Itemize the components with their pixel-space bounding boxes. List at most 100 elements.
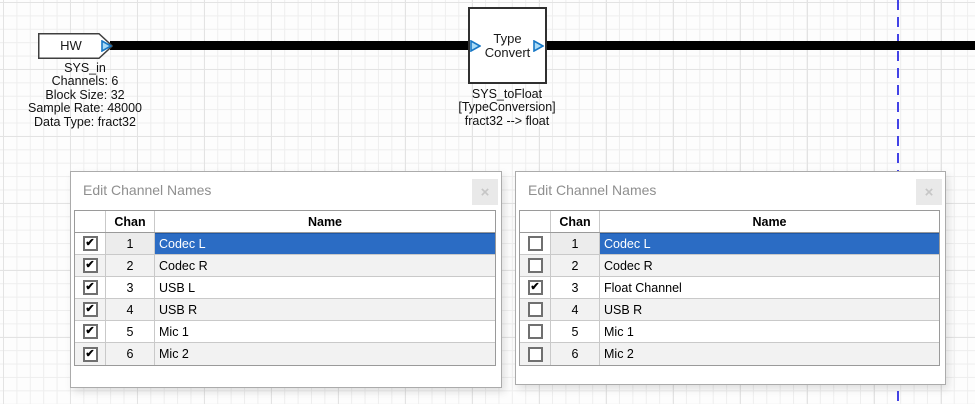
channel-row: 2 Codec R	[520, 255, 939, 277]
dialog-title[interactable]: Edit Channel Names	[528, 182, 657, 198]
channel-row: ✔ 2 Codec R	[75, 255, 495, 277]
caption-line: Sample Rate: 48000	[28, 101, 142, 116]
type-convert-label-line: Type	[493, 30, 522, 46]
channel-row: ✔ 4 USB R	[75, 299, 495, 321]
checkbox-cell	[520, 343, 550, 365]
checkbox-cell: ✔	[75, 277, 105, 298]
name-cell[interactable]: Codec R	[159, 258, 208, 273]
caption-line: SYS_in	[64, 61, 106, 75]
type-convert-block[interactable]: Type Convert	[468, 7, 547, 84]
name-cell[interactable]: Codec L	[155, 233, 495, 254]
header-checkbox-column	[75, 211, 105, 232]
chan-cell[interactable]: 2	[550, 255, 600, 276]
name-cell[interactable]: Mic 2	[159, 347, 189, 361]
channel-row: 6 Mic 2	[520, 343, 939, 365]
channel-table-header: Chan Name	[520, 211, 939, 233]
hw-block-shape	[38, 33, 113, 59]
close-icon: ×	[480, 183, 490, 201]
name-cell[interactable]: Codec L	[600, 233, 939, 254]
checkbox-cell: ✔	[75, 343, 105, 365]
checkbox-checked[interactable]: ✔	[82, 236, 98, 251]
hw-block-caption: SYS_in Channels: 6 Block Size: 32 Sample…	[9, 61, 161, 129]
name-cell[interactable]: Mic 1	[604, 324, 634, 339]
header-name: Name	[752, 214, 787, 229]
input-pin-icon[interactable]	[470, 40, 481, 52]
caption-line: Block Size: 32	[45, 87, 125, 102]
name-cell[interactable]: USB R	[159, 302, 198, 317]
name-cell[interactable]: Mic 1	[159, 324, 189, 339]
checkbox-cell: ✔	[520, 277, 550, 298]
wire-typeconvert-output[interactable]	[546, 41, 975, 50]
checkbox-checked[interactable]: ✔	[82, 258, 98, 273]
checkbox-unchecked[interactable]	[527, 346, 543, 362]
channel-row: 5 Mic 1	[520, 321, 939, 343]
name-cell[interactable]: Codec R	[604, 258, 653, 273]
checkbox-cell: ✔	[75, 299, 105, 320]
chan-cell[interactable]: 4	[105, 299, 155, 320]
caption-line: Data Type: fract32	[34, 114, 136, 129]
close-button[interactable]: ×	[916, 179, 942, 205]
checkbox-checked[interactable]: ✔	[527, 280, 543, 295]
checkbox-unchecked[interactable]	[527, 302, 543, 317]
checkbox-unchecked[interactable]	[527, 236, 543, 251]
chan-cell[interactable]: 6	[105, 343, 155, 365]
checkbox-checked[interactable]: ✔	[82, 324, 98, 339]
name-cell[interactable]: Mic 2	[604, 347, 634, 361]
chan-cell[interactable]: 3	[550, 277, 600, 298]
channel-row: ✔ 6 Mic 2	[75, 343, 495, 365]
checkbox-cell	[520, 233, 550, 254]
caption-line: SYS_toFloat	[471, 87, 543, 101]
chan-cell[interactable]: 3	[105, 277, 155, 298]
caption-line: [TypeConversion]	[458, 100, 556, 115]
type-convert-caption: SYS_toFloat [TypeConversion] fract32 -->…	[427, 87, 587, 128]
chan-cell[interactable]: 6	[550, 343, 600, 365]
chan-cell[interactable]: 1	[550, 233, 600, 254]
checkbox-unchecked[interactable]	[527, 258, 543, 273]
checkbox-checked[interactable]: ✔	[82, 280, 98, 295]
checkbox-cell: ✔	[75, 255, 105, 276]
header-checkbox-column	[520, 211, 550, 232]
header-chan: Chan	[550, 211, 600, 232]
name-cell[interactable]: USB R	[604, 302, 643, 317]
hw-input-block[interactable]: HW	[38, 33, 113, 59]
channel-table-header: Chan Name	[75, 211, 495, 233]
chan-cell[interactable]: 1	[105, 233, 155, 254]
chan-cell[interactable]: 5	[105, 321, 155, 342]
chan-cell[interactable]: 4	[550, 299, 600, 320]
checkbox-checked[interactable]: ✔	[82, 302, 98, 317]
name-cell[interactable]: USB L	[159, 280, 196, 295]
chan-cell[interactable]: 5	[550, 321, 600, 342]
channel-row: ✔ 5 Mic 1	[75, 321, 495, 343]
close-button[interactable]: ×	[472, 179, 498, 205]
dialog-title[interactable]: Edit Channel Names	[83, 182, 212, 198]
header-name: Name	[307, 214, 343, 229]
checkbox-unchecked[interactable]	[527, 324, 543, 339]
wire-sysin-to-typeconvert[interactable]	[110, 41, 469, 50]
checkbox-cell: ✔	[75, 233, 105, 254]
checkbox-cell	[520, 255, 550, 276]
caption-line: Channels: 6	[51, 74, 119, 89]
channel-row: 4 USB R	[520, 299, 939, 321]
checkbox-cell	[520, 299, 550, 320]
header-chan: Chan	[105, 211, 155, 232]
output-pin-icon[interactable]	[101, 40, 112, 52]
checkbox-checked[interactable]: ✔	[82, 346, 98, 362]
hw-block-label: HW	[60, 38, 82, 53]
output-pin-icon[interactable]	[533, 40, 544, 52]
channel-row: ✔ 3 USB L	[75, 277, 495, 299]
caption-line: fract32 --> float	[464, 113, 550, 128]
checkbox-cell: ✔	[75, 321, 105, 342]
checkbox-cell	[520, 321, 550, 342]
chan-cell[interactable]: 2	[105, 255, 155, 276]
name-cell[interactable]: Float Channel	[604, 280, 682, 295]
type-convert-label-line: Convert	[484, 44, 531, 60]
